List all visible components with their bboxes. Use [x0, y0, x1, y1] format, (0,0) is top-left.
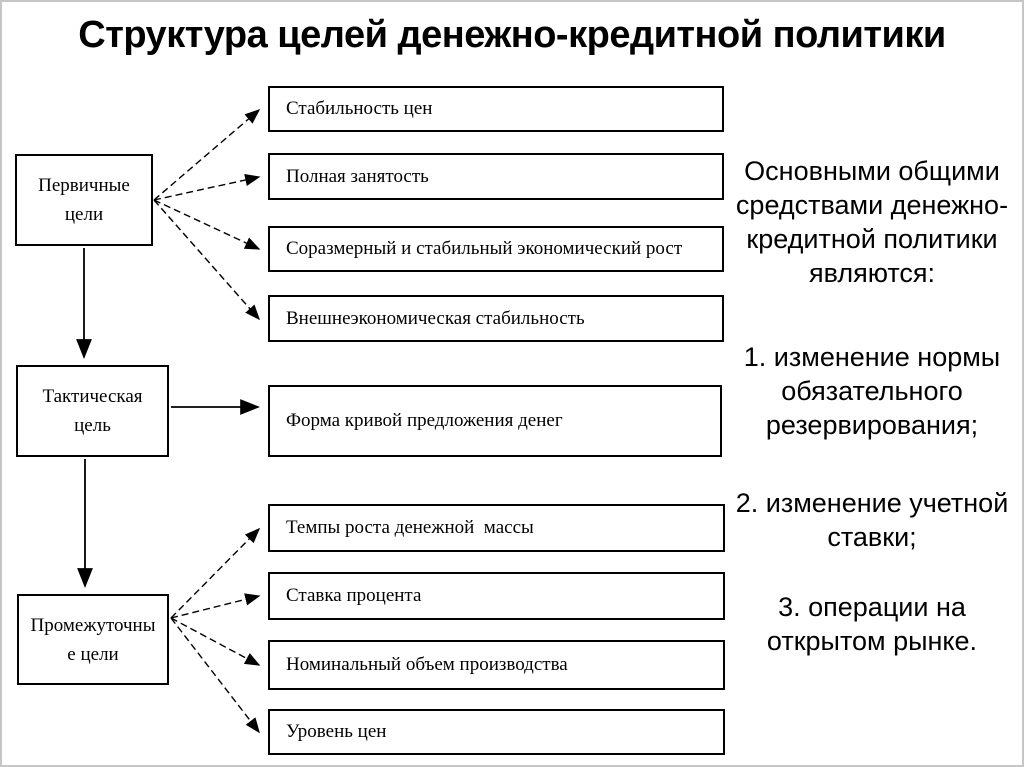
arrow-primary-to-goal-1 — [153, 108, 261, 201]
sidebar-intro-text: Основными общими средствами денежно-кред… — [735, 156, 1009, 288]
primary-goal-label-1: Стабильность цен — [286, 98, 433, 119]
arrow-intermediate-to-goal-1 — [170, 527, 261, 619]
sidebar-item-2: 2. изменение учетной ставки; — [735, 488, 1009, 552]
intermediate-goal-label-4: Уровень цен — [286, 721, 387, 742]
node-primary-goals-line-2: цели — [64, 204, 104, 225]
intermediate-goal-box-2: Ставка процента — [268, 572, 725, 620]
arrow-intermediate-to-goal-3 — [170, 617, 261, 666]
sidebar-item-1: 1. изменение нормы обязательного резерви… — [743, 342, 1001, 440]
primary-goal-label-4: Внешнеэкономическая стабильность — [286, 307, 585, 329]
node-primary-goals: Первичные цели — [15, 154, 153, 246]
sidebar-text-column: Основными общими средствами денежно-кред… — [722, 154, 1022, 658]
primary-goal-box-3: Соразмерный и стабильный экономический р… — [268, 226, 724, 272]
node-intermediate-goals-line-1: Промежуточны — [30, 614, 156, 636]
tactical-goal-label: Форма кривой предложения денег — [286, 410, 563, 431]
primary-goal-box-4: Внешнеэкономическая стабильность — [268, 295, 724, 342]
intermediate-goal-label-2: Ставка процента — [286, 585, 422, 606]
intermediate-goal-label-1: Темпы роста денежной массы — [286, 517, 534, 538]
arrow-primary-to-goal-3 — [153, 199, 261, 250]
node-tactical-goal: Тактическая цель — [16, 365, 169, 457]
node-tactical-goal-line-1: Тактическая — [42, 386, 143, 407]
arrow-intermediate-to-goal-2 — [170, 593, 261, 619]
node-intermediate-goals: Промежуточны е цели — [17, 594, 169, 685]
arrow-intermediate-to-goal-4 — [170, 617, 260, 734]
arrow-primary-to-goal-4 — [153, 199, 261, 321]
tactical-goal-box: Форма кривой предложения денег — [268, 385, 722, 457]
primary-goal-label-2: Полная занятость — [286, 165, 429, 187]
arrow-primary-to-goal-2 — [153, 173, 261, 201]
intermediate-goal-box-3: Номинальный объем производства — [268, 640, 725, 690]
primary-goal-box-2: Полная занятость — [268, 153, 724, 200]
sidebar-item-3: 3. операции на открытом рынке. — [766, 592, 978, 656]
page-title: Структура целей денежно-кредитной полити… — [78, 14, 946, 56]
node-tactical-goal-line-2: цель — [74, 415, 111, 436]
node-primary-goals-line-1: Первичные — [38, 175, 130, 196]
intermediate-goal-box-1: Темпы роста денежной массы — [268, 504, 725, 552]
intermediate-goal-label-3: Номинальный объем производства — [286, 654, 568, 675]
intermediate-goal-box-4: Уровень цен — [268, 709, 725, 755]
node-intermediate-goals-line-2: е цели — [67, 643, 119, 665]
primary-goal-box-1: Стабильность цен — [268, 86, 724, 132]
primary-goal-label-3: Соразмерный и стабильный экономический р… — [286, 238, 683, 259]
